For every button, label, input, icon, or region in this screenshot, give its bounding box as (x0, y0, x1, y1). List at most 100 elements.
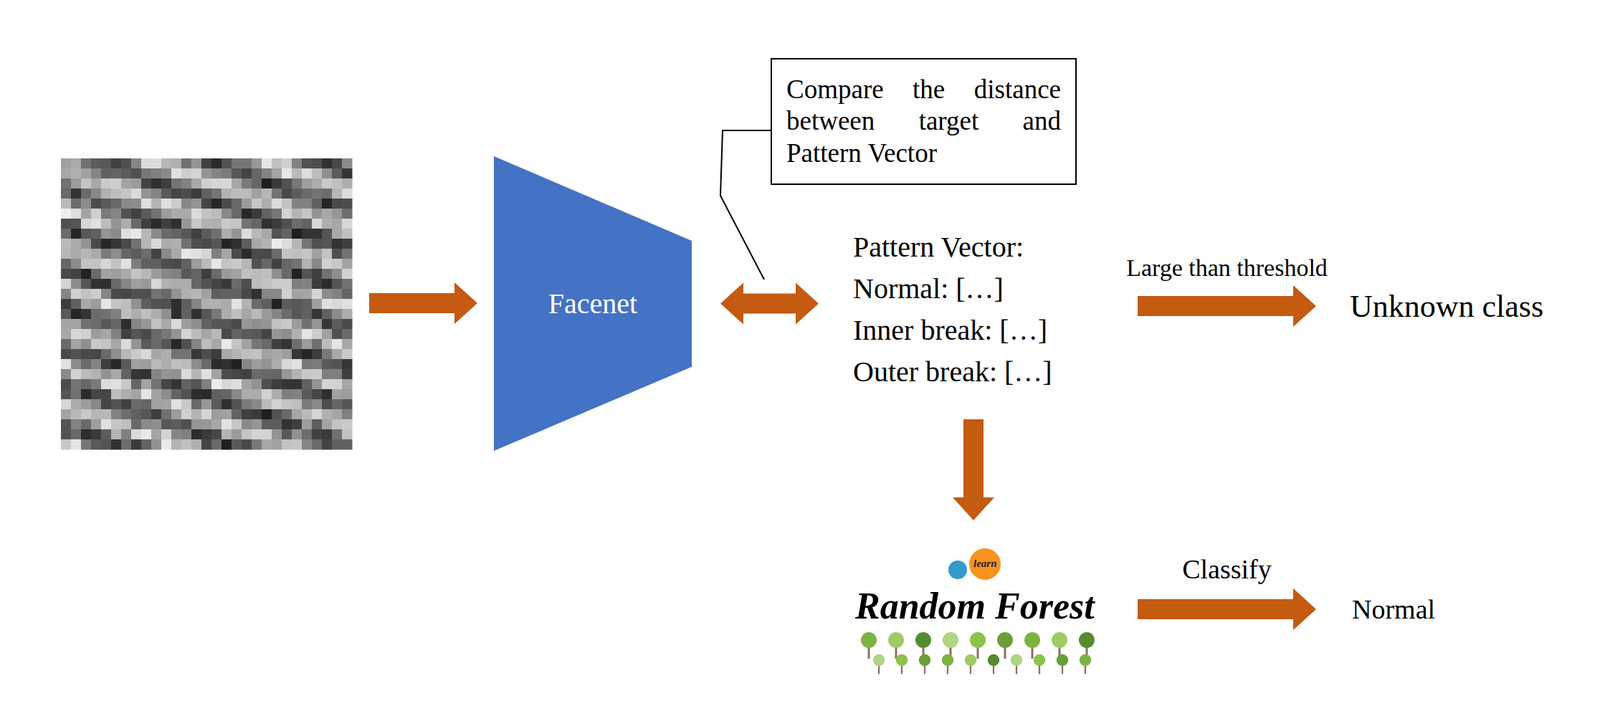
texture-cell (171, 308, 183, 320)
texture-cell (60, 409, 72, 421)
texture-cell (331, 298, 343, 310)
texture-cell (171, 329, 183, 340)
texture-cell (70, 288, 82, 300)
texture-cell (91, 268, 102, 280)
texture-cell (281, 318, 293, 330)
texture-cell (81, 329, 92, 340)
texture-cell (321, 248, 333, 260)
texture-cell (181, 349, 193, 360)
texture-cell (121, 178, 132, 190)
texture-cell (211, 349, 223, 360)
texture-cell (60, 359, 72, 370)
texture-cell (151, 238, 163, 250)
texture-cell (70, 439, 82, 451)
texture-cell (121, 218, 132, 230)
texture-cell (291, 258, 303, 270)
texture-cell (171, 298, 183, 310)
texture-cell (301, 329, 313, 340)
texture-cell (121, 389, 132, 400)
texture-cell (231, 339, 243, 350)
texture-cell (81, 419, 92, 431)
texture-cell (181, 218, 193, 230)
texture-cell (81, 349, 92, 360)
texture-cell (291, 349, 303, 360)
texture-cell (161, 318, 173, 330)
texture-cell (221, 248, 233, 260)
texture-cell (261, 188, 273, 200)
texture-cell (121, 198, 132, 210)
texture-cell (261, 238, 273, 250)
texture-cell (271, 228, 283, 240)
texture-cell (121, 248, 132, 260)
texture-cell (81, 208, 92, 220)
texture-cell (311, 339, 323, 350)
texture-cell (91, 349, 102, 360)
texture-cell (321, 308, 333, 320)
texture-cell (181, 399, 193, 411)
texture-cell (91, 318, 102, 330)
texture-cell (241, 399, 253, 411)
node-text: Facenet (548, 286, 638, 321)
texture-cell (201, 298, 213, 310)
texture-cell (81, 298, 92, 310)
texture-cell (70, 198, 82, 210)
texture-cell (201, 419, 213, 431)
texture-cell (291, 228, 303, 240)
texture-cell (261, 349, 273, 360)
texture-cell (211, 228, 223, 240)
texture-cell (201, 369, 213, 380)
texture-cell (70, 178, 82, 190)
tree-icon (1079, 654, 1092, 675)
texture-cell (241, 178, 253, 190)
texture-cell (321, 329, 333, 340)
texture-cell (81, 258, 92, 270)
texture-cell (70, 158, 82, 170)
texture-cell (131, 359, 142, 370)
texture-cell (341, 308, 353, 320)
texture-cell (271, 188, 283, 200)
texture-cell (191, 318, 203, 330)
texture-cell (231, 268, 243, 280)
texture-cell (131, 389, 142, 400)
texture-cell (70, 248, 82, 260)
texture-cell (91, 238, 102, 250)
texture-cell (231, 369, 243, 380)
texture-cell (91, 429, 102, 441)
texture-cell (241, 339, 253, 350)
texture-cell (181, 389, 193, 400)
texture-cell (111, 248, 122, 260)
node-text: Inner break: […] (853, 309, 1094, 352)
texture-cell (121, 409, 132, 421)
texture-cell (81, 409, 92, 421)
texture-cell (321, 429, 333, 441)
texture-cell (201, 439, 213, 451)
texture-cell (211, 268, 223, 280)
texture-cell (321, 318, 333, 330)
texture-cell (171, 228, 183, 240)
texture-cell (291, 278, 303, 290)
texture-cell (81, 429, 92, 441)
texture-cell (121, 268, 132, 280)
texture-cell (131, 258, 142, 270)
texture-cell (251, 188, 263, 200)
texture-cell (271, 369, 283, 380)
texture-cell (141, 339, 152, 350)
texture-cell (341, 158, 353, 170)
texture-cell (291, 188, 303, 200)
texture-cell (221, 349, 233, 360)
texture-cell (241, 238, 253, 250)
texture-cell (201, 168, 213, 180)
block-arrow (1137, 588, 1317, 631)
texture-cell (101, 288, 112, 300)
texture-cell (341, 429, 353, 441)
texture-cell (60, 218, 72, 230)
texture-cell (271, 329, 283, 340)
texture-cell (141, 188, 152, 200)
texture-cell (311, 288, 323, 300)
texture-cell (281, 248, 293, 260)
texture-cell (301, 158, 313, 170)
texture-cell (81, 278, 92, 290)
texture-cell (131, 419, 142, 431)
network-block: Facenet (493, 156, 692, 451)
texture-cell (181, 329, 193, 340)
